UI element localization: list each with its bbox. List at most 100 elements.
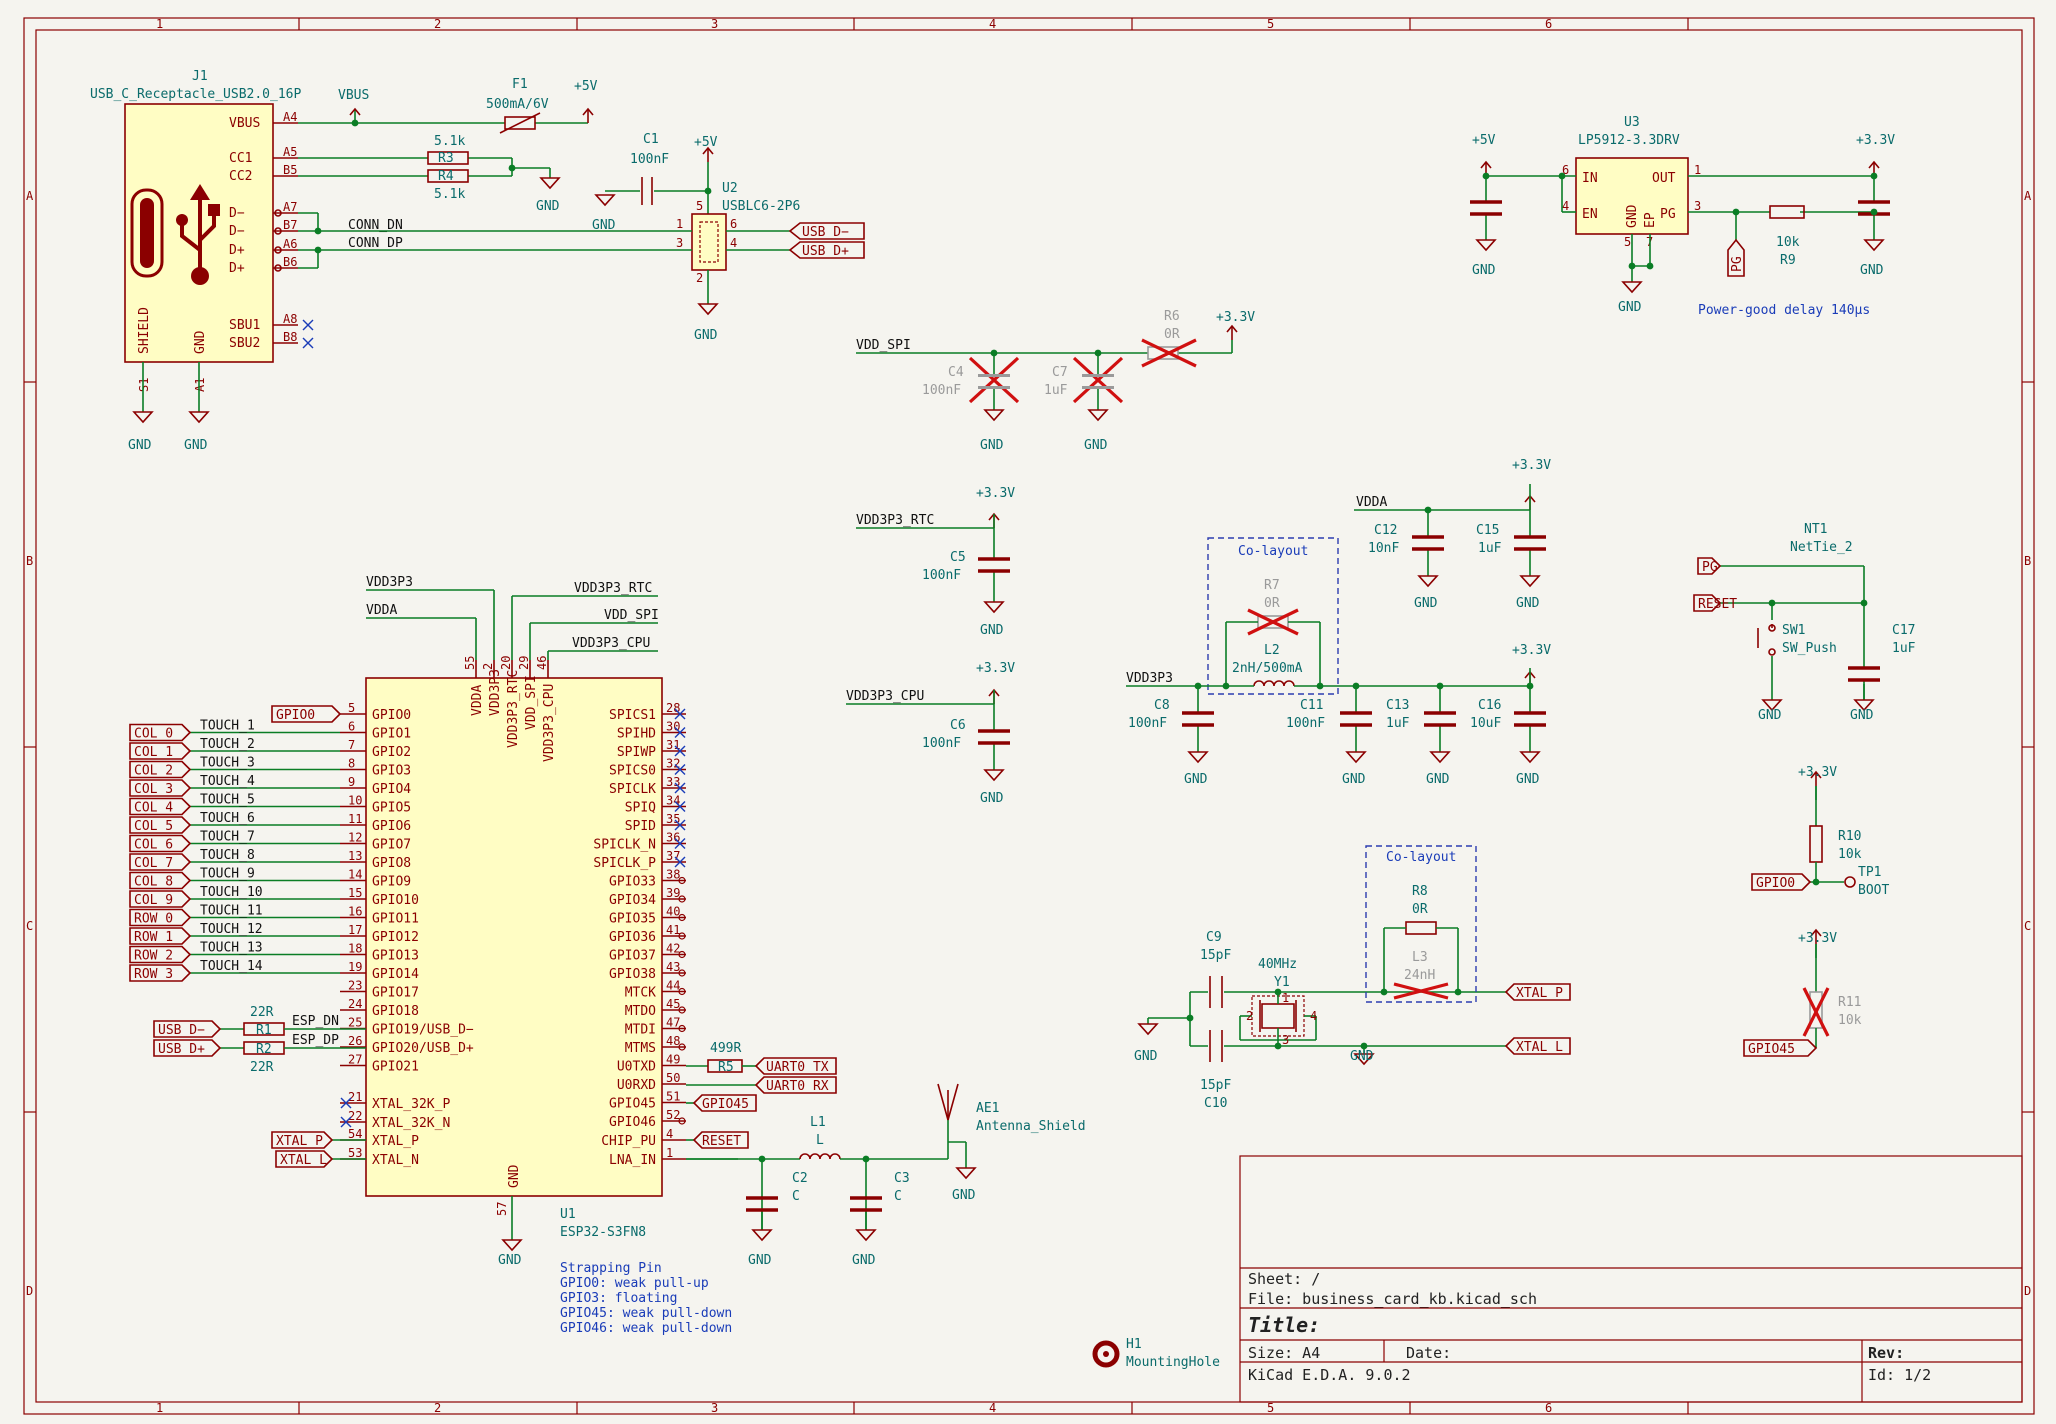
touch-label-box-3 <box>129 779 192 797</box>
j1-ref: J1 <box>192 69 208 84</box>
xtal-p-label-mcu[interactable]: XTAL_P <box>271 1131 366 1149</box>
row-label-right-3: D <box>2024 1284 2031 1298</box>
touch-label-box-2 <box>129 760 192 779</box>
c3-ref: C3 <box>894 1171 910 1186</box>
u1-left-num-3: 8 <box>348 757 355 771</box>
usb-dn-label[interactable]: USB_D− <box>788 222 865 240</box>
j1-pin-num-1: A5 <box>283 145 297 159</box>
pg-label-ldo[interactable]: PG <box>1727 238 1745 277</box>
u1-gnd-num: 57 <box>495 1202 509 1216</box>
resistor-r3[interactable]: 5.1k R3 <box>427 134 469 166</box>
reset-label-nettie[interactable]: RESET <box>1692 594 1737 612</box>
u1-left-pin-19: GPIO21 <box>372 1060 419 1075</box>
usb-dp-label[interactable]: USB_D+ <box>788 241 865 259</box>
j1-pin-num-4: B7 <box>283 218 297 232</box>
col-label-bottom-1: 2 <box>434 1401 441 1415</box>
col-label-top-1: 2 <box>434 17 441 31</box>
u1-ref: U1 <box>560 1207 576 1222</box>
gpio45-label-strap[interactable]: GPIO45 <box>1743 1039 1818 1057</box>
r1-ref: R1 <box>256 1023 272 1038</box>
uart-rx-label[interactable]: UART0_RX <box>754 1076 837 1094</box>
u1-left-pin-10: GPIO10 <box>372 893 419 908</box>
r6-value: 0R <box>1164 327 1180 342</box>
usb-dn-label-mcu[interactable]: USB_D− <box>153 1020 222 1038</box>
usb-logo-icon <box>130 184 220 285</box>
u1-right-pin-11: GPIO35 <box>609 912 656 927</box>
fuse-f1[interactable]: F1 500mA/6V <box>486 77 549 134</box>
j1-pin-name-4: D− <box>229 224 245 239</box>
j1-pin-num-9: S1 <box>137 378 151 392</box>
u2-body <box>691 213 727 271</box>
c2-ref: C2 <box>792 1171 808 1186</box>
u1-left-num-22: 54 <box>348 1127 362 1141</box>
mounting-hole-h1[interactable]: H1 MountingHole <box>1092 1337 1220 1370</box>
c5-ref: C5 <box>950 550 966 565</box>
r9-ref: R9 <box>1780 253 1796 268</box>
xtal-n-label-right[interactable]: XTAL_L <box>1504 1037 1571 1055</box>
u2-pin3: 3 <box>676 236 683 250</box>
gpio0-label-mcu[interactable]: GPIO0 <box>271 705 342 723</box>
j1-pin-name-10: GND <box>193 330 208 354</box>
u1-right-pin-0: SPICS1 <box>609 708 656 723</box>
power-symbol-11: +3.3V <box>1798 931 1837 946</box>
u3-body <box>1575 157 1689 235</box>
resistor-r9[interactable]: 10k R9 <box>1769 205 1805 268</box>
u1-right-num-21: 51 <box>666 1090 680 1104</box>
uart-tx-label-text: UART0_TX <box>766 1060 829 1075</box>
spi-dnp-marks <box>968 338 1197 404</box>
ground-label-1: GND <box>184 438 208 453</box>
esd-u2[interactable]: U2 USBLC6-2P6 5 1 3 6 4 2 <box>673 162 800 304</box>
gpio0-label-boot[interactable]: GPIO0 <box>1751 873 1812 891</box>
ground-label-21: GND <box>748 1253 772 1268</box>
usb-wires <box>142 109 673 412</box>
ground-label-12: GND <box>1414 596 1438 611</box>
l1-ref: L1 <box>810 1115 826 1130</box>
h1-ref: H1 <box>1126 1337 1142 1352</box>
power-symbol-8: +3.3V <box>1512 458 1551 473</box>
tp1-value: BOOT <box>1858 883 1889 898</box>
matrix-label-6: COL_6 <box>134 838 173 853</box>
u1-left-pin-3: GPIO3 <box>372 764 411 779</box>
xtal-n-label-mcu[interactable]: XTAL_L <box>275 1150 366 1168</box>
u1-left-pin-21: XTAL_32K_N <box>372 1116 450 1131</box>
usb-dp-label-mcu[interactable]: USB_D+ <box>153 1039 222 1057</box>
mcu-u1[interactable]: U1 ESP32-S3FN8 VDDA55VDD3P32VDD3P3_RTC20… <box>340 656 686 1240</box>
pg-label-nettie[interactable]: PG <box>1697 557 1722 575</box>
u1-top-num-3: 29 <box>517 656 531 670</box>
touch-label-box-11 <box>129 927 192 945</box>
xtal-p-label-right[interactable]: XTAL_P <box>1504 983 1571 1001</box>
strapping-title: Strapping Pin <box>560 1261 662 1276</box>
u3-note: Power-good delay 140µs <box>1698 303 1870 318</box>
ldo-u3[interactable]: U3 LP5912-3.3DRV IN EN OUT PG GND EP 6 4… <box>1562 115 1870 318</box>
u1-top-num-1: 2 <box>481 663 495 670</box>
c16-value: 10uF <box>1470 716 1501 731</box>
c16-ref: C16 <box>1478 698 1501 713</box>
c1-ref: C1 <box>643 132 659 147</box>
tb-sheet: Sheet: / <box>1248 1270 1320 1288</box>
gpio45-label-mcu[interactable]: GPIO45 <box>692 1094 757 1112</box>
resistor-r4[interactable]: R4 5.1k <box>427 169 469 202</box>
reset-label-mcu[interactable]: RESET <box>692 1131 749 1149</box>
touch-net-2: TOUCH_3 <box>200 756 255 771</box>
usb-dp-label-mcu-text: USB_D+ <box>158 1042 205 1057</box>
u1-right-pin-12: GPIO36 <box>609 930 656 945</box>
u1-left-num-1: 6 <box>348 720 355 734</box>
r10-value: 10k <box>1838 847 1862 862</box>
u2-pin2: 2 <box>696 271 703 285</box>
u1-left-pin-22: XTAL_P <box>372 1134 419 1149</box>
tp1-ref: TP1 <box>1858 865 1881 880</box>
uart-tx-label[interactable]: UART0_TX <box>754 1057 837 1075</box>
r10-body <box>1809 825 1823 863</box>
capacitor-c1[interactable]: C1 100nF <box>605 132 708 205</box>
u1-left-pin-5: GPIO5 <box>372 801 411 816</box>
conn-dn-net: CONN_DN <box>348 218 403 233</box>
u1-right-pin-5: SPIQ <box>625 801 656 816</box>
touch-net-10: TOUCH_11 <box>200 904 263 919</box>
tb-tool: KiCad E.D.A. 9.0.2 <box>1248 1366 1411 1384</box>
ground-label-15: GND <box>1342 772 1366 787</box>
j1-pin-name-7: SBU1 <box>229 318 260 333</box>
j1-pin-num-5: A6 <box>283 237 297 251</box>
r5-ref: R5 <box>718 1060 734 1075</box>
